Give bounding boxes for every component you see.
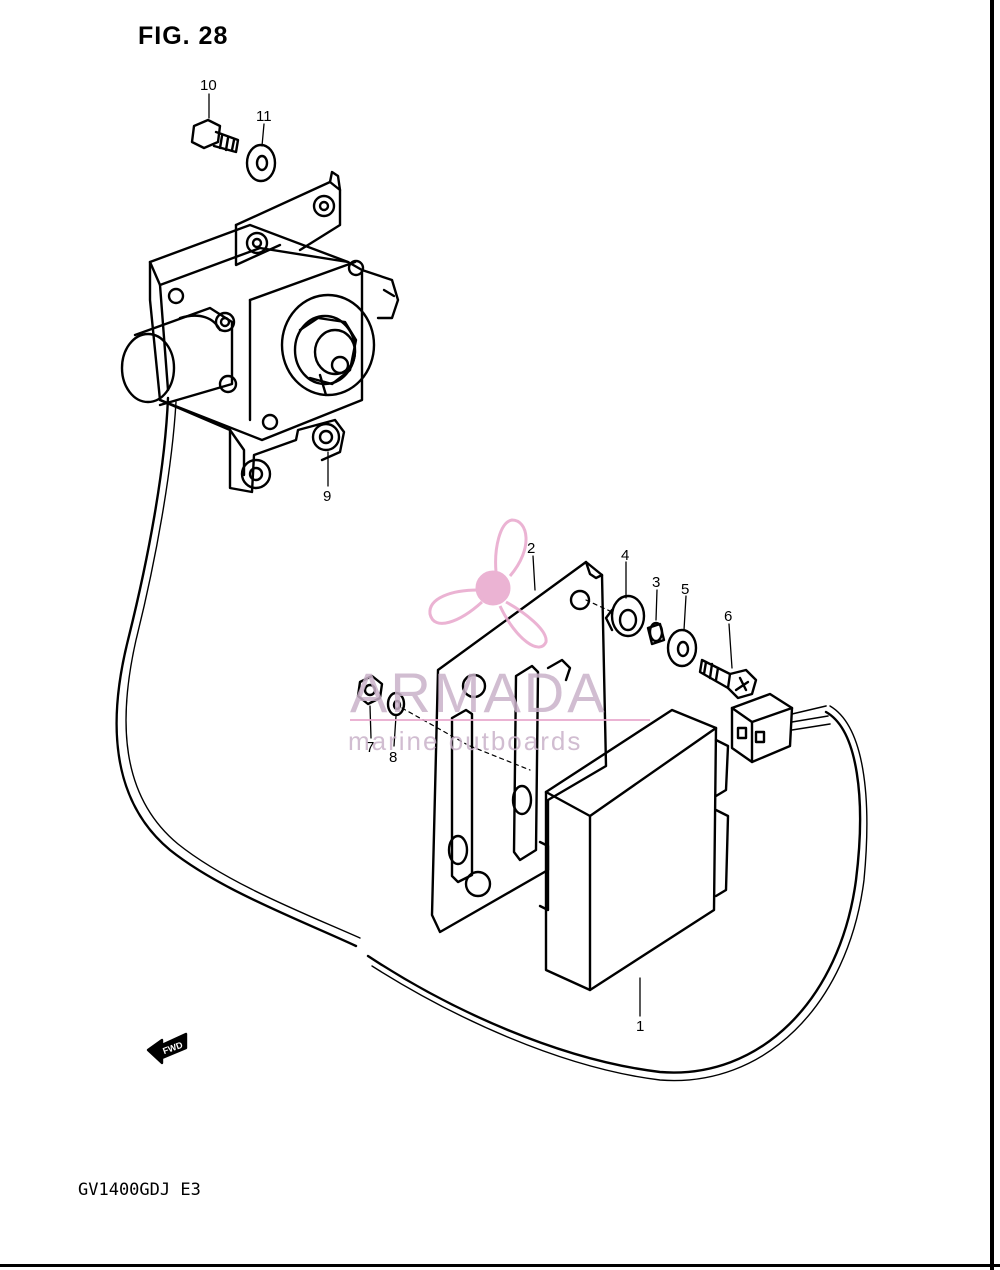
callout-10: 10 — [200, 77, 217, 94]
assembly-guide-lines — [401, 599, 613, 771]
washer-5 — [666, 628, 698, 668]
callout-2: 2 — [527, 540, 535, 557]
callout-leaders — [208, 93, 733, 1017]
fwd-arrow-icon — [146, 1032, 188, 1065]
armada-watermark: ARMADA marine outboards — [348, 518, 650, 756]
grommet-4 — [604, 594, 646, 638]
washer-11 — [245, 143, 277, 183]
nut-7 — [356, 674, 384, 706]
page-border-bottom — [0, 1264, 1000, 1267]
figure-title: FIG. 28 — [138, 22, 229, 50]
callout-11: 11 — [256, 108, 272, 125]
bolt-6 — [698, 658, 758, 700]
callout-3: 3 — [652, 574, 660, 591]
mounting-plate-2 — [430, 560, 608, 934]
control-unit-1 — [538, 708, 730, 992]
washer-8 — [386, 691, 406, 717]
page-border-right — [990, 0, 994, 1270]
callout-6: 6 — [724, 608, 732, 625]
propeller-logo-icon — [428, 518, 548, 649]
control-cable-upper — [115, 396, 358, 948]
bolt-10 — [190, 118, 240, 154]
callout-1: 1 — [636, 1018, 644, 1035]
wire-connector — [730, 692, 831, 764]
collar-3 — [646, 621, 666, 646]
watermark-tagline: marine outboards — [348, 726, 582, 756]
callout-4: 4 — [621, 547, 629, 564]
callout-8: 8 — [389, 749, 397, 766]
control-cable-lower-edge — [371, 705, 868, 1082]
control-cable-lower — [366, 710, 862, 1074]
callout-5: 5 — [681, 581, 689, 598]
watermark-brand: ARMADA — [350, 661, 608, 724]
servo-motor-assembly — [120, 170, 400, 494]
callout-7: 7 — [366, 739, 374, 756]
model-code: GV1400GDJ E3 — [78, 1180, 201, 1200]
control-cable-upper-edge — [125, 401, 361, 939]
callout-9: 9 — [323, 488, 331, 505]
